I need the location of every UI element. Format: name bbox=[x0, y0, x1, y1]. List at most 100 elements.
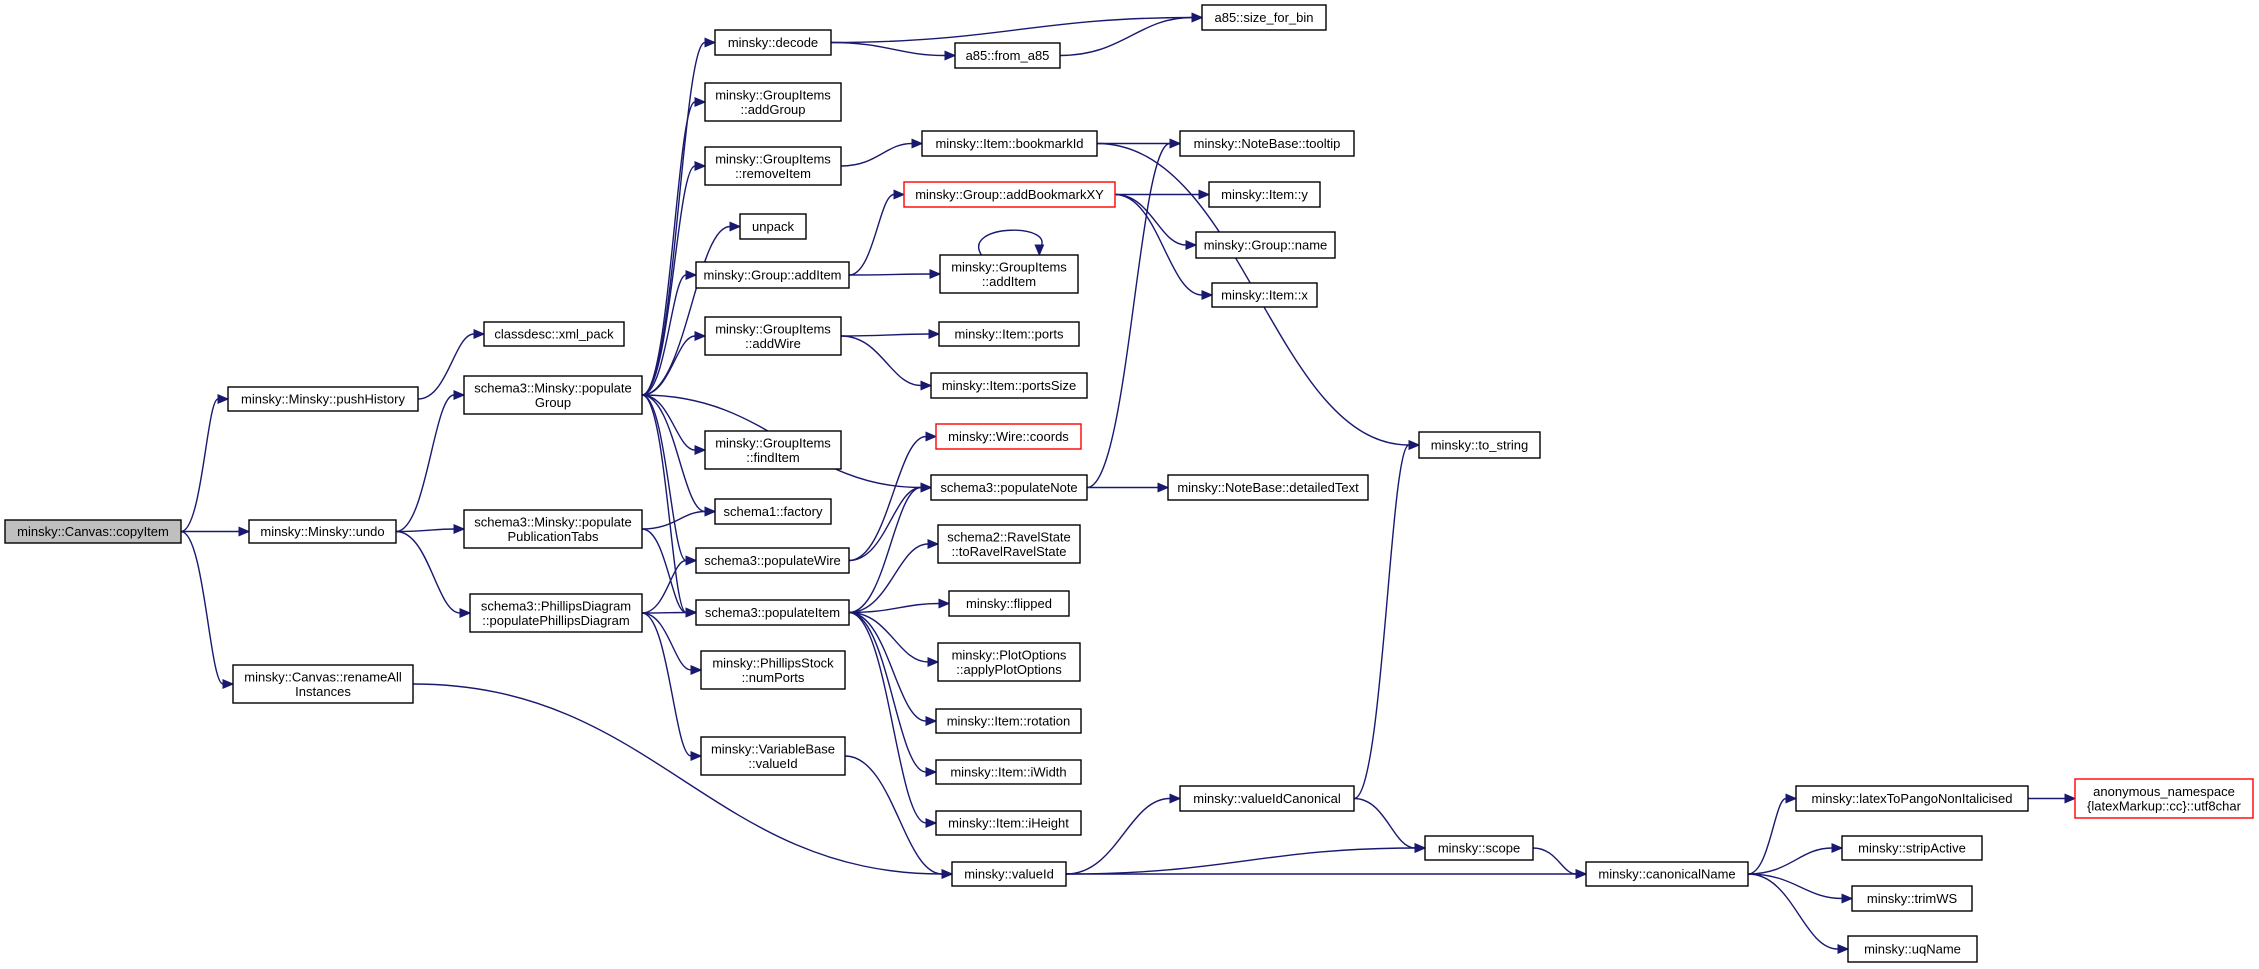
node-populate-wire[interactable]: schema3::populateWire bbox=[695, 547, 850, 574]
node-box bbox=[469, 593, 643, 633]
node-label: anonymous_namespace bbox=[2093, 784, 2235, 799]
node-label: minsky::GroupItems bbox=[715, 321, 831, 336]
node-label: schema3::PhillipsDiagram bbox=[481, 598, 631, 613]
node-value-id-canonical[interactable]: minsky::valueIdCanonical bbox=[1179, 785, 1355, 812]
node-canonical-name[interactable]: minsky::canonicalName bbox=[1585, 861, 1749, 887]
node-latex-to-pango[interactable]: minsky::latexToPangoNonItalicised bbox=[1795, 785, 2029, 812]
node-remove-item[interactable]: minsky::GroupItems::removeItem bbox=[704, 146, 842, 186]
node-label: minsky::scope bbox=[1438, 841, 1520, 856]
node-factory[interactable]: schema1::factory bbox=[714, 498, 832, 525]
node-rotation[interactable]: minsky::Item::rotation bbox=[935, 708, 1082, 734]
node-detailed-text[interactable]: minsky::NoteBase::detailedText bbox=[1167, 474, 1369, 501]
edge-copy-item-to-rename-all bbox=[180, 530, 235, 689]
node-push-history[interactable]: minsky::Minsky::pushHistory bbox=[227, 386, 419, 412]
node-group-add-item[interactable]: minsky::Group::addItem bbox=[695, 261, 850, 289]
node-undo[interactable]: minsky::Minsky::undo bbox=[248, 519, 397, 544]
node-label: minsky::PlotOptions bbox=[952, 647, 1067, 662]
node-label: minsky::Group::addBookmarkXY bbox=[915, 187, 1104, 202]
edge-populate-group-to-decode bbox=[641, 37, 717, 396]
node-label: minsky::decode bbox=[728, 35, 818, 50]
node-add-group[interactable]: minsky::GroupItems::addGroup bbox=[704, 82, 842, 122]
node-label: schema3::Minsky::populate bbox=[474, 380, 632, 395]
node-populate-item[interactable]: schema3::populateItem bbox=[695, 599, 850, 626]
node-label: {latexMarkup::cc}::utf8char bbox=[2087, 798, 2242, 813]
node-ports-size[interactable]: minsky::Item::portsSize bbox=[930, 372, 1088, 399]
node-populate-note[interactable]: schema3::populateNote bbox=[930, 474, 1088, 501]
node-find-item[interactable]: minsky::GroupItems::findItem bbox=[704, 430, 842, 470]
node-tooltip[interactable]: minsky::NoteBase::tooltip bbox=[1179, 130, 1355, 157]
node-box bbox=[1795, 785, 2029, 812]
node-apply-plot-options[interactable]: minsky::PlotOptions::applyPlotOptions bbox=[937, 642, 1081, 682]
node-label: minsky::GroupItems bbox=[715, 435, 831, 450]
node-trim-ws[interactable]: minsky::trimWS bbox=[1851, 885, 1973, 912]
node-box bbox=[695, 261, 850, 289]
node-num-ports[interactable]: minsky::PhillipsStock::numPorts bbox=[700, 650, 846, 690]
edge-populate-group-to-add-wire bbox=[641, 331, 707, 396]
node-label: minsky::Item::portsSize bbox=[942, 378, 1076, 393]
node-box bbox=[937, 642, 1081, 682]
node-from-a85[interactable]: a85::from_a85 bbox=[954, 42, 1061, 69]
node-item-x[interactable]: minsky::Item::x bbox=[1211, 282, 1318, 308]
node-box bbox=[700, 650, 846, 690]
node-wire-coords[interactable]: minsky::Wire::coords bbox=[935, 423, 1082, 450]
node-item-y[interactable]: minsky::Item::y bbox=[1208, 181, 1321, 208]
node-value-id-vb[interactable]: minsky::VariableBase::valueId bbox=[700, 736, 846, 776]
node-label: ::numPorts bbox=[742, 670, 805, 685]
edge-populate-item-to-flipped bbox=[848, 598, 951, 614]
node-flipped[interactable]: minsky::flipped bbox=[948, 590, 1070, 617]
node-label: a85::from_a85 bbox=[966, 48, 1050, 63]
node-box bbox=[232, 664, 414, 704]
node-copy-item[interactable]: minsky::Canvas::copyItem bbox=[4, 519, 182, 544]
edge-populate-group-to-group-add-item bbox=[641, 270, 698, 396]
node-utf8char[interactable]: anonymous_namespace{latexMarkup::cc}::ut… bbox=[2074, 778, 2254, 819]
node-box bbox=[704, 146, 842, 186]
edge-value-id-vb-to-value-id bbox=[844, 755, 954, 879]
node-label: schema3::Minsky::populate bbox=[474, 514, 632, 529]
node-uq-name[interactable]: minsky::uqName bbox=[1847, 935, 1978, 963]
node-label: minsky::GroupItems bbox=[715, 87, 831, 102]
node-label: ::removeItem bbox=[735, 166, 811, 181]
node-gi-add-item[interactable]: minsky::GroupItems::addItem bbox=[939, 254, 1079, 294]
edge-layer bbox=[180, 12, 2077, 954]
node-i-height[interactable]: minsky::Item::iHeight bbox=[935, 810, 1082, 836]
node-strip-active[interactable]: minsky::stripActive bbox=[1841, 835, 1983, 861]
node-label: minsky::Item::rotation bbox=[947, 714, 1071, 729]
node-group-name[interactable]: minsky::Group::name bbox=[1195, 231, 1336, 259]
node-box bbox=[4, 519, 182, 544]
node-label: classdesc::xml_pack bbox=[494, 327, 614, 342]
edge-decode-to-from-a85 bbox=[830, 41, 957, 61]
node-xml-pack[interactable]: classdesc::xml_pack bbox=[483, 321, 625, 347]
node-value-id[interactable]: minsky::valueId bbox=[951, 861, 1067, 887]
edge-populate-pub-tabs-to-factory bbox=[641, 506, 717, 530]
node-phillips-diagram[interactable]: schema3::PhillipsDiagram::populatePhilli… bbox=[469, 593, 643, 633]
node-add-wire[interactable]: minsky::GroupItems::addWire bbox=[704, 316, 842, 356]
node-to-string[interactable]: minsky::to_string bbox=[1418, 431, 1541, 459]
node-size-for-bin[interactable]: a85::size_for_bin bbox=[1201, 4, 1327, 31]
node-add-bookmark-xy[interactable]: minsky::Group::addBookmarkXY bbox=[903, 181, 1116, 208]
node-box bbox=[1424, 835, 1534, 861]
node-i-width[interactable]: minsky::Item::iWidth bbox=[935, 759, 1082, 785]
node-decode[interactable]: minsky::decode bbox=[714, 29, 832, 56]
node-bookmark-id[interactable]: minsky::Item::bookmarkId bbox=[921, 130, 1098, 157]
node-scope[interactable]: minsky::scope bbox=[1424, 835, 1534, 861]
node-label: minsky::valueId bbox=[964, 867, 1054, 882]
node-unpack[interactable]: unpack bbox=[739, 213, 807, 240]
node-ports[interactable]: minsky::Item::ports bbox=[938, 321, 1080, 347]
node-label: minsky::Item::x bbox=[1221, 288, 1308, 303]
node-box bbox=[954, 42, 1061, 69]
node-to-ravel-state[interactable]: schema2::RavelState::toRavelRavelState bbox=[937, 524, 1081, 564]
edge-rename-all-to-value-id bbox=[412, 683, 954, 879]
node-label: minsky::Minsky::pushHistory bbox=[241, 392, 405, 407]
edge-populate-group-to-remove-item bbox=[641, 161, 707, 396]
node-box bbox=[227, 386, 419, 412]
node-label: minsky::PhillipsStock bbox=[712, 655, 834, 670]
node-box bbox=[1179, 130, 1355, 157]
node-label: schema1::factory bbox=[724, 504, 823, 519]
node-box bbox=[1418, 431, 1541, 459]
node-box bbox=[1179, 785, 1355, 812]
edge-populate-item-to-to-ravel-state bbox=[848, 539, 940, 614]
node-label: Group bbox=[535, 395, 571, 410]
